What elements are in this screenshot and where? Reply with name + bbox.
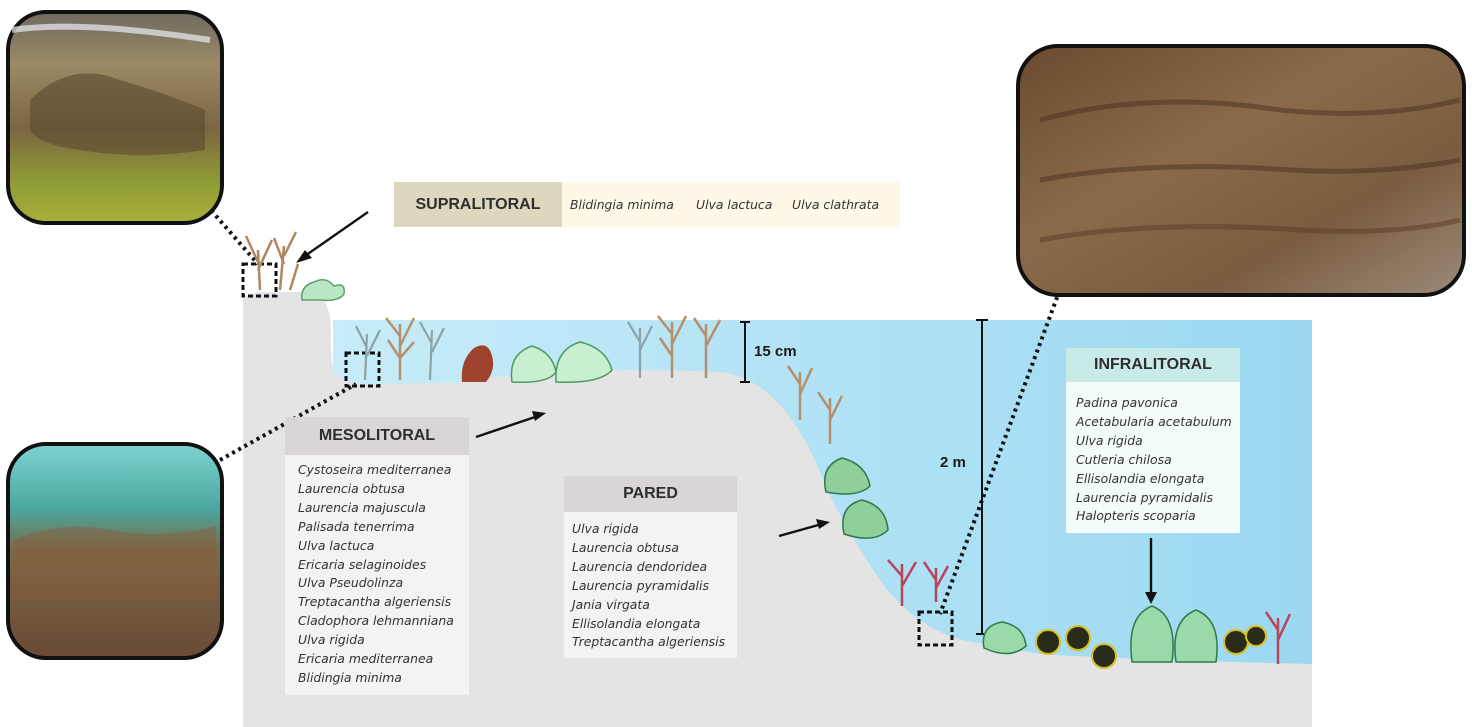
branching-brown-alga-icon: [246, 232, 298, 290]
list-item: Laurencia obtusa: [298, 480, 454, 499]
arrow-to-supralitoral: [296, 212, 368, 263]
photo-infralitoral: [1018, 46, 1464, 295]
supralitoral-panel: SUPRALITORAL Blidingia minima Ulva lactu…: [394, 182, 900, 227]
list-item: Ulva rigida: [298, 631, 454, 650]
list-item: Ericaria selaginoides: [298, 556, 454, 575]
list-item: Laurencia pyramidalis: [572, 577, 725, 596]
list-item: Blidingia minima: [298, 669, 454, 688]
infralitoral-title: INFRALITORAL: [1066, 348, 1240, 382]
list-item: Jania virgata: [572, 596, 725, 615]
list-item: Cystoseira mediterranea: [298, 461, 454, 480]
list-item: Cladophora lehmanniana: [298, 612, 454, 631]
mesolitoral-panel: MESOLITORAL Cystoseira mediterranea Laur…: [285, 417, 469, 695]
list-item: Cutleria chilosa: [1076, 451, 1232, 470]
list-item: Laurencia majuscula: [298, 499, 454, 518]
mesolitoral-title: MESOLITORAL: [285, 417, 469, 455]
infralitoral-panel: INFRALITORAL Padina pavonica Acetabulari…: [1066, 348, 1240, 533]
pool-depth-label: 15 cm: [754, 343, 797, 360]
list-item: Ellisolandia elongata: [1076, 470, 1232, 489]
list-item: Ulva rigida: [1076, 432, 1232, 451]
list-item: Ellisolandia elongata: [572, 615, 725, 634]
supralitoral-species-1: Blidingia minima: [570, 182, 674, 227]
list-item: Treptacantha algeriensis: [572, 633, 725, 652]
infralitoral-species-list: Padina pavonica Acetabularia acetabulum …: [1076, 394, 1232, 526]
supralitoral-species-3: Ulva clathrata: [792, 182, 879, 227]
list-item: Laurencia obtusa: [572, 539, 725, 558]
list-item: Halopteris scoparia: [1076, 507, 1232, 526]
green-ulva-icon: [302, 280, 345, 301]
pared-species-list: Ulva rigida Laurencia obtusa Laurencia d…: [572, 520, 725, 652]
list-item: Ericaria mediterranea: [298, 650, 454, 669]
list-item: Treptacantha algeriensis: [298, 593, 454, 612]
pared-panel: PARED Ulva rigida Laurencia obtusa Laure…: [564, 476, 737, 658]
mesolitoral-species-list: Cystoseira mediterranea Laurencia obtusa…: [298, 461, 454, 688]
list-item: Ulva rigida: [572, 520, 725, 539]
supralitoral-species-2: Ulva lactuca: [696, 182, 772, 227]
list-item: Palisada tenerrima: [298, 518, 454, 537]
photo-supralitoral: [8, 12, 222, 223]
photo-mesolitoral: [8, 444, 222, 658]
wall-depth-label: 2 m: [940, 454, 966, 471]
pared-title: PARED: [564, 476, 737, 512]
list-item: Laurencia pyramidalis: [1076, 489, 1232, 508]
list-item: Ulva Pseudolinza: [298, 574, 454, 593]
list-item: Acetabularia acetabulum: [1076, 413, 1232, 432]
list-item: Laurencia dendoridea: [572, 558, 725, 577]
supralitoral-title: SUPRALITORAL: [394, 182, 562, 227]
list-item: Padina pavonica: [1076, 394, 1232, 413]
list-item: Ulva lactuca: [298, 537, 454, 556]
